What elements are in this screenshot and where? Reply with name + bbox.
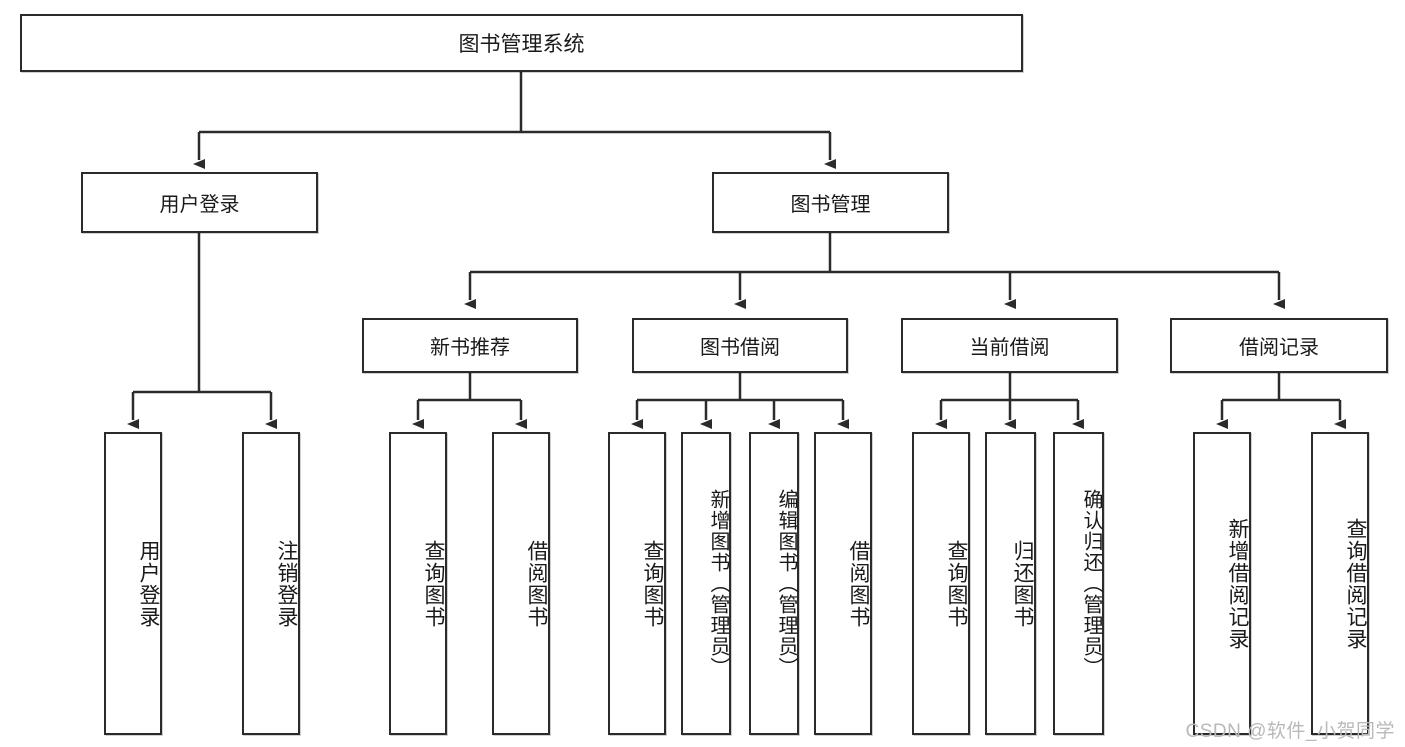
leaf-edit-book[interactable]: 编辑图书（管理员） [749,432,799,735]
leaf-query-record-label: 查询借阅记录 [1344,517,1367,650]
leaf-edit-book-label: 编辑图书（管理员） [775,489,797,678]
leaf-query-record[interactable]: 查询借阅记录 [1311,432,1369,735]
node-current-borrow-label: 当前借阅 [969,337,1050,359]
node-root-label: 图书管理系统 [458,33,585,56]
leaf-query-book-2[interactable]: 查询图书 [608,432,666,735]
node-borrow-record[interactable]: 借阅记录 [1170,318,1388,373]
leaf-borrow-book-2-label: 借阅图书 [847,539,870,628]
node-new-book-recommend[interactable]: 新书推荐 [362,318,578,373]
node-book-management-label: 图书管理 [790,194,871,216]
node-borrow-record-label: 借阅记录 [1239,337,1319,359]
node-new-book-recommend-label: 新书推荐 [430,337,510,359]
leaf-add-book-label: 新增图书（管理员） [707,489,729,678]
leaf-query-book-3[interactable]: 查询图书 [912,432,970,735]
leaf-confirm-return-label: 确认归还（管理员） [1080,489,1102,678]
leaf-add-book[interactable]: 新增图书（管理员） [681,432,731,735]
node-user-login[interactable]: 用户登录 [81,172,318,233]
node-current-borrow[interactable]: 当前借阅 [901,318,1118,373]
node-user-login-label: 用户登录 [159,194,240,216]
leaf-borrow-book-1[interactable]: 借阅图书 [492,432,550,735]
leaf-query-book-2-label: 查询图书 [641,539,664,628]
leaf-return-book-label: 归还图书 [1011,539,1034,628]
leaf-add-record-label: 新增借阅记录 [1226,517,1249,650]
leaf-borrow-book-2[interactable]: 借阅图书 [814,432,872,735]
leaf-return-book[interactable]: 归还图书 [985,432,1036,735]
csdn-watermark: CSDN @软件_小贺同学 [1185,721,1395,742]
node-book-borrow[interactable]: 图书借阅 [632,318,848,373]
leaf-user-login-label: 用户登录 [137,539,160,628]
node-book-borrow-label: 图书借阅 [700,337,780,359]
leaf-query-book-1-label: 查询图书 [422,539,445,628]
leaf-query-book-1[interactable]: 查询图书 [389,432,447,735]
leaf-borrow-book-1-label: 借阅图书 [525,539,548,628]
node-book-management[interactable]: 图书管理 [712,172,949,233]
leaf-add-record[interactable]: 新增借阅记录 [1193,432,1251,735]
leaf-logout-login[interactable]: 注销登录 [242,432,300,735]
leaf-query-book-3-label: 查询图书 [945,539,968,628]
leaf-logout-login-label: 注销登录 [275,539,298,628]
node-root[interactable]: 图书管理系统 [20,14,1023,72]
leaf-user-login[interactable]: 用户登录 [104,432,162,735]
leaf-confirm-return[interactable]: 确认归还（管理员） [1053,432,1104,735]
